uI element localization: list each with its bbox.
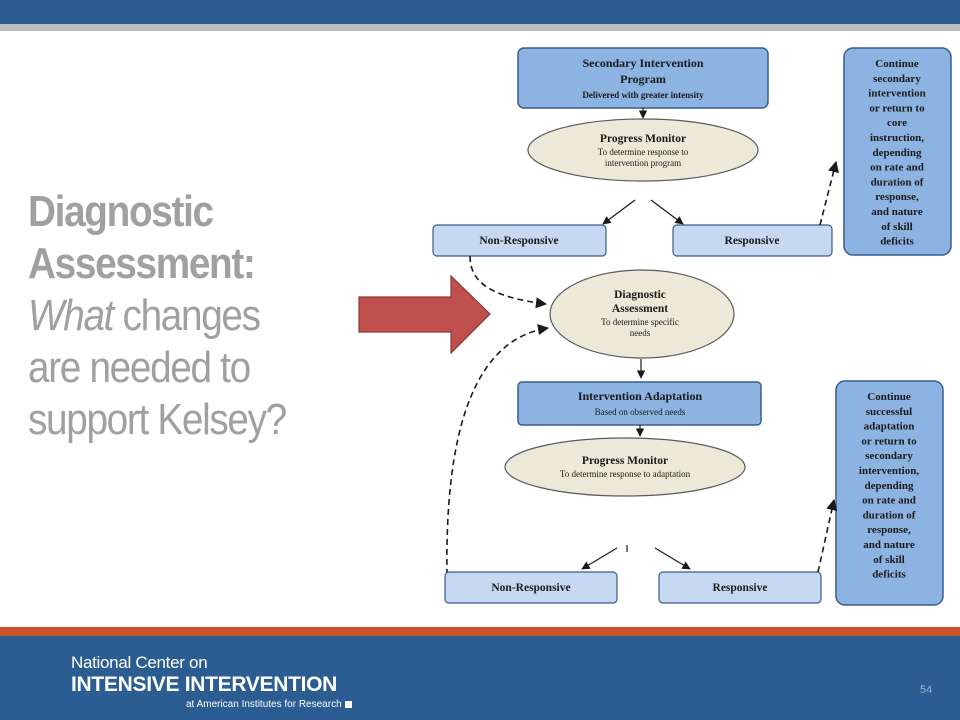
diagnostic-assessment-oval xyxy=(549,269,735,359)
secondary-program-sub: Delivered with greater intensity xyxy=(582,90,704,100)
continue-box-2-line: duration of xyxy=(863,509,916,521)
non-responsive-1-label: Non-Responsive xyxy=(479,235,558,247)
continue-box-2-line: depending xyxy=(865,480,914,492)
continue-box-1-text: Continue secondary intervention or return t… xyxy=(868,58,925,248)
continue-box-1-line: core xyxy=(887,117,907,129)
continue-box-1-line: on rate and xyxy=(870,162,924,174)
progress-monitor-2-title: Progress Monitor xyxy=(582,455,668,467)
continue-box-1-line: Continue xyxy=(875,58,919,70)
non-responsive-1-box xyxy=(432,224,607,257)
continue-box-2-line: successful xyxy=(866,406,912,418)
progress-monitor-1-sub2: intervention program xyxy=(605,158,681,168)
intervention-adaptation-sub: Based on observed needs xyxy=(595,407,686,417)
continue-box-1-line: depending xyxy=(873,147,922,159)
continue-box-2-line: adaptation xyxy=(864,421,915,433)
footer-org-line3-text: at American Institutes for Research xyxy=(186,699,342,710)
continue-box-2-line: secondary xyxy=(865,450,913,462)
diagnostic-assessment-sub1: To determine specific xyxy=(601,317,679,327)
header-bar xyxy=(0,0,960,24)
continue-box-1-line: response, xyxy=(875,191,919,203)
footer-org-line3: at American Institutes for Research xyxy=(186,699,352,710)
progress-monitor-1-title: Progress Monitor xyxy=(600,133,686,145)
diagnostic-assessment-line2: Assessment xyxy=(612,303,668,315)
intervention-adaptation-title: Intervention Adaptation xyxy=(578,389,703,403)
continue-box-1-line: intervention xyxy=(868,88,925,100)
continue-box-1-line: instruction, xyxy=(870,132,924,144)
question-italic: What xyxy=(28,291,114,340)
diagnostic-assessment-line1: Diagnostic xyxy=(614,289,666,301)
continue-box-1 xyxy=(843,47,952,256)
title-line-1: Diagnostic xyxy=(28,187,214,236)
continue-box-2-line: and nature xyxy=(863,539,915,551)
continue-box-1-line: secondary xyxy=(873,73,921,85)
header-stripe xyxy=(0,24,960,31)
question-text: changes are needed to support Kelsey? xyxy=(28,291,287,444)
continue-box-2-line: intervention, xyxy=(859,465,919,477)
footer-accent-stripe xyxy=(0,627,960,636)
continue-box-2-line: on rate and xyxy=(862,495,916,507)
progress-monitor-1-oval xyxy=(527,118,759,182)
progress-monitor-1-sub1: To determine response to xyxy=(598,147,689,157)
diagnostic-assessment-sub2: needs xyxy=(630,328,651,338)
non-responsive-2-label: Non-Responsive xyxy=(491,582,570,594)
slide-title: Diagnostic Assessment: What changes are … xyxy=(28,186,292,446)
continue-box-2-line: of skill xyxy=(873,554,904,566)
responsive-2-box xyxy=(658,571,822,604)
continue-box-2-line: or return to xyxy=(861,435,917,447)
non-responsive-2-box xyxy=(444,571,618,604)
continue-box-1-line: of skill xyxy=(881,221,912,233)
progress-monitor-2-oval xyxy=(504,437,746,497)
secondary-program-line1: Secondary Intervention xyxy=(583,56,704,70)
square-icon xyxy=(344,701,352,708)
responsive-1-box xyxy=(672,224,833,257)
continue-box-2-line: response, xyxy=(867,524,911,536)
continue-box-2-line: Continue xyxy=(867,391,911,403)
continue-box-1-line: or return to xyxy=(869,102,925,114)
page-number: 54 xyxy=(920,684,933,696)
continue-box-1-line: deficits xyxy=(880,236,914,248)
title-line-2: Assessment: xyxy=(28,239,256,288)
continue-box-2 xyxy=(835,380,944,606)
footer-org-line1: National Center on xyxy=(71,653,208,672)
progress-monitor-2-sub: To determine response to adaptation xyxy=(560,469,691,479)
responsive-2-label: Responsive xyxy=(713,582,768,594)
footer-bar: National Center on INTENSIVE INTERVENTIO… xyxy=(0,636,960,720)
red-pointer-arrow xyxy=(358,274,491,355)
continue-box-2-text: Continue successful adaptation or return to… xyxy=(859,391,919,581)
responsive-1-label: Responsive xyxy=(725,235,780,247)
continue-box-1-line: duration of xyxy=(871,176,924,188)
footer-org-line2: INTENSIVE INTERVENTION xyxy=(71,673,338,696)
continue-box-1-line: and nature xyxy=(871,206,923,218)
secondary-program-line2: Program xyxy=(620,72,666,86)
continue-box-2-line: deficits xyxy=(872,569,906,581)
